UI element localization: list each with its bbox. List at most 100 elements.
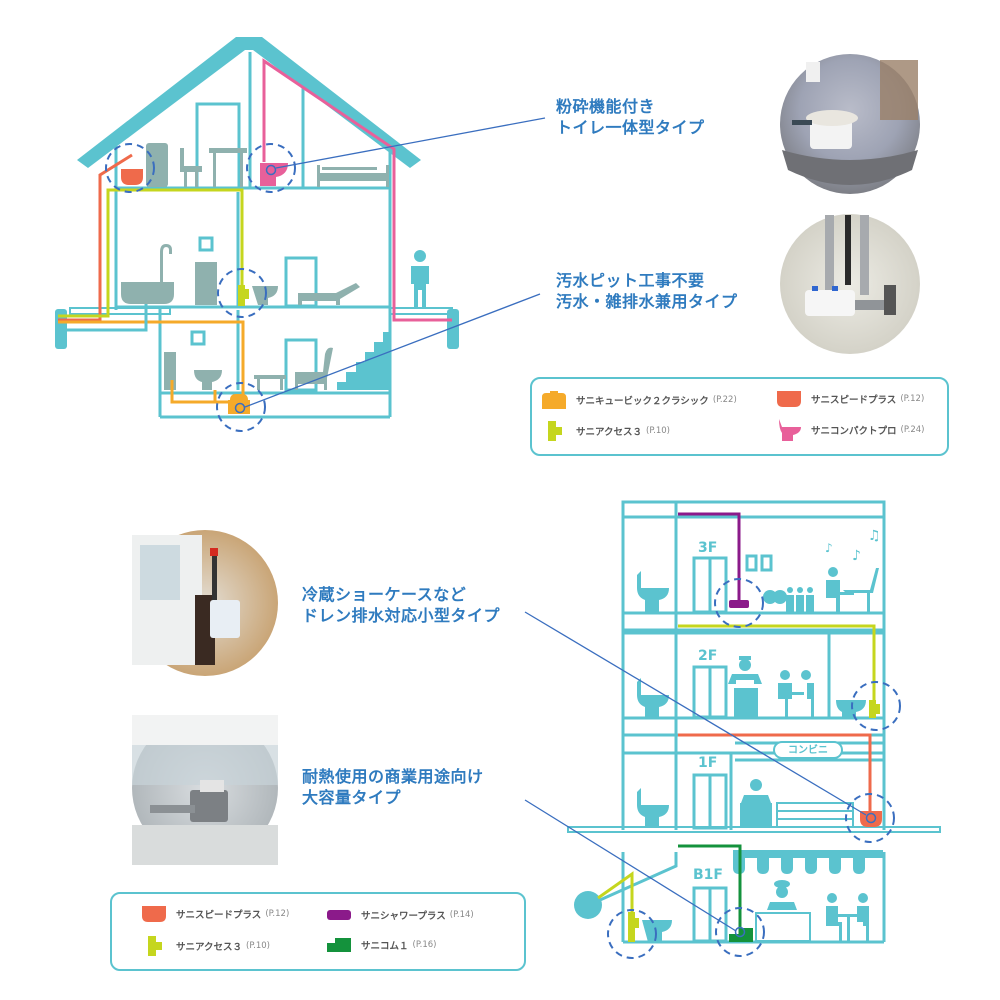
sink-icon [195,262,217,305]
sanispeed-icon [777,391,801,407]
house-stairs [337,332,389,390]
legend-page: (P.24) [900,425,925,435]
legend-label: サニシャワープラス [361,911,446,922]
sanishower-unit [729,600,749,608]
floor-label-3f: 3F [698,540,718,556]
fridge-icon [146,143,168,187]
pipe-saniaccess-b1 [597,871,634,930]
callout-line-4 [524,799,737,932]
sanicom-icon [327,938,351,952]
legend-label: サニスピードプラス [811,395,897,406]
saniaccess-unit-b1 [628,912,639,942]
legend-page: (P.12) [900,394,925,404]
bed-icon [317,165,389,187]
legend-page: (P.10) [646,426,670,436]
callout-line-2 [244,293,541,408]
pipe-sanispeed [58,153,133,322]
toilet-2f [637,678,669,717]
pipe-sanicompact [262,58,452,322]
building-legend-item-saniaccess: サニアクセス３(P.10) [146,936,270,956]
legend-page: (P.22) [712,395,737,405]
callout-building-1-line1: 冷蔵ショーケースなど [302,585,467,604]
building-toilets [637,571,866,942]
awning [733,850,883,874]
callout-line-1 [275,117,546,169]
svg-text:♪: ♪ [825,541,833,555]
pipe-sanicom [678,844,742,935]
saniaccess-icon [548,421,562,441]
house-legend: サニキュービック２クラシック(P.22) サニスピードプラス(P.12) サニア… [530,377,949,456]
saniaccess-unit-house [238,285,249,306]
store-sign [773,741,843,759]
saniaccess-unit-2f [869,700,880,718]
callout-house-1-line2: トイレ一体型タイプ [556,118,705,137]
svg-text:♫: ♫ [868,528,881,544]
callout-house-2-line2: 汚水・雑排水兼用タイプ [556,292,738,311]
chair-icon [180,148,202,187]
callout-building-1: 冷蔵ショーケースなど ドレン排水対応小型タイプ [302,584,500,626]
sanicompact-icon [779,419,801,441]
armchair-icon [295,347,333,390]
toilet-b1 [642,920,672,942]
legend-label: サニコンパクトプロ [811,426,897,437]
photo-commercial-pump [132,715,278,865]
building-people: ♪ ♪ ♫ [728,528,881,942]
legend-label: サニキュービック２クラシック [576,396,709,407]
basement-sink-icon [164,352,176,390]
photo-pump-unit [780,214,920,354]
building-section: ♪ ♪ ♫ [524,500,941,959]
pipe-sanispeed-1f [678,733,872,815]
sanicom-unit [729,928,753,942]
building-highlights [607,578,901,959]
house-legend-item-saniqubic: サニキュービック２クラシック(P.22) [542,391,737,409]
house-ground-left [69,307,171,315]
floor-label-1f: 1F [698,755,718,771]
floor-label-2f: 2F [698,648,718,664]
pipe-saniaccess [106,188,244,300]
pipe-saniaccess-2f [678,624,876,716]
toilet-3f [637,571,669,612]
pipe-sanishower [678,512,741,605]
building-legend: サニスピードプラス(P.12) サニシャワープラス(P.14) サニアクセス３(… [110,892,526,971]
svg-text:♪: ♪ [852,548,861,564]
photo-showcase-drain [132,530,278,676]
toilet-icon-b1 [194,370,222,390]
legend-page: (P.12) [265,909,290,919]
legend-label: サニスピードプラス [176,910,262,921]
callout-house-2: 汚水ピット工事不要 汚水・雑排水兼用タイプ [556,270,738,312]
building-pipes [597,512,876,935]
house-legend-item-saniaccess: サニアクセス３(P.10) [546,421,670,441]
callout-building-1-line2: ドレン排水対応小型タイプ [302,606,501,625]
house-legend-item-sanispeed: サニスピードプラス(P.12) [777,391,924,407]
table-icon [209,148,247,187]
house-highlights [105,143,296,432]
floor-label-b1f: B1F [693,867,723,883]
toilet-1f [637,788,669,827]
callout-line-3 [524,611,867,816]
store-sign-text: コンビニ [788,745,828,756]
callout-building-2-line2: 大容量タイプ [302,788,402,807]
building-legend-item-sanicom: サニコム１(P.16) [327,938,436,952]
legend-page: (P.14) [449,910,474,920]
saniaccess-icon [148,936,162,956]
toilet-2f-right [836,700,866,717]
legend-page: (P.10) [246,941,270,951]
legend-label: サニコム１ [361,941,409,952]
sanispeed-icon [142,906,166,922]
building-legend-item-sanishower: サニシャワープラス(P.14) [327,908,474,922]
building-legend-item-sanispeed: サニスピードプラス(P.12) [142,906,289,922]
person-icon [411,250,429,308]
building-frame [599,500,886,944]
callout-building-2-line1: 耐熱使用の商業用途向け [302,767,484,786]
house-ground-right [389,307,453,315]
saniqubic-icon [542,391,566,409]
legend-label: サニアクセス３ [176,942,243,953]
house-section [55,37,546,432]
house-legend-item-sanicompact: サニコンパクトプロ(P.24) [777,419,924,441]
sanishower-icon [327,910,351,920]
legend-label: サニアクセス３ [576,427,643,438]
pipe-drain [58,304,148,332]
bathtub-icon [121,282,174,304]
legend-page: (P.16) [412,940,437,950]
